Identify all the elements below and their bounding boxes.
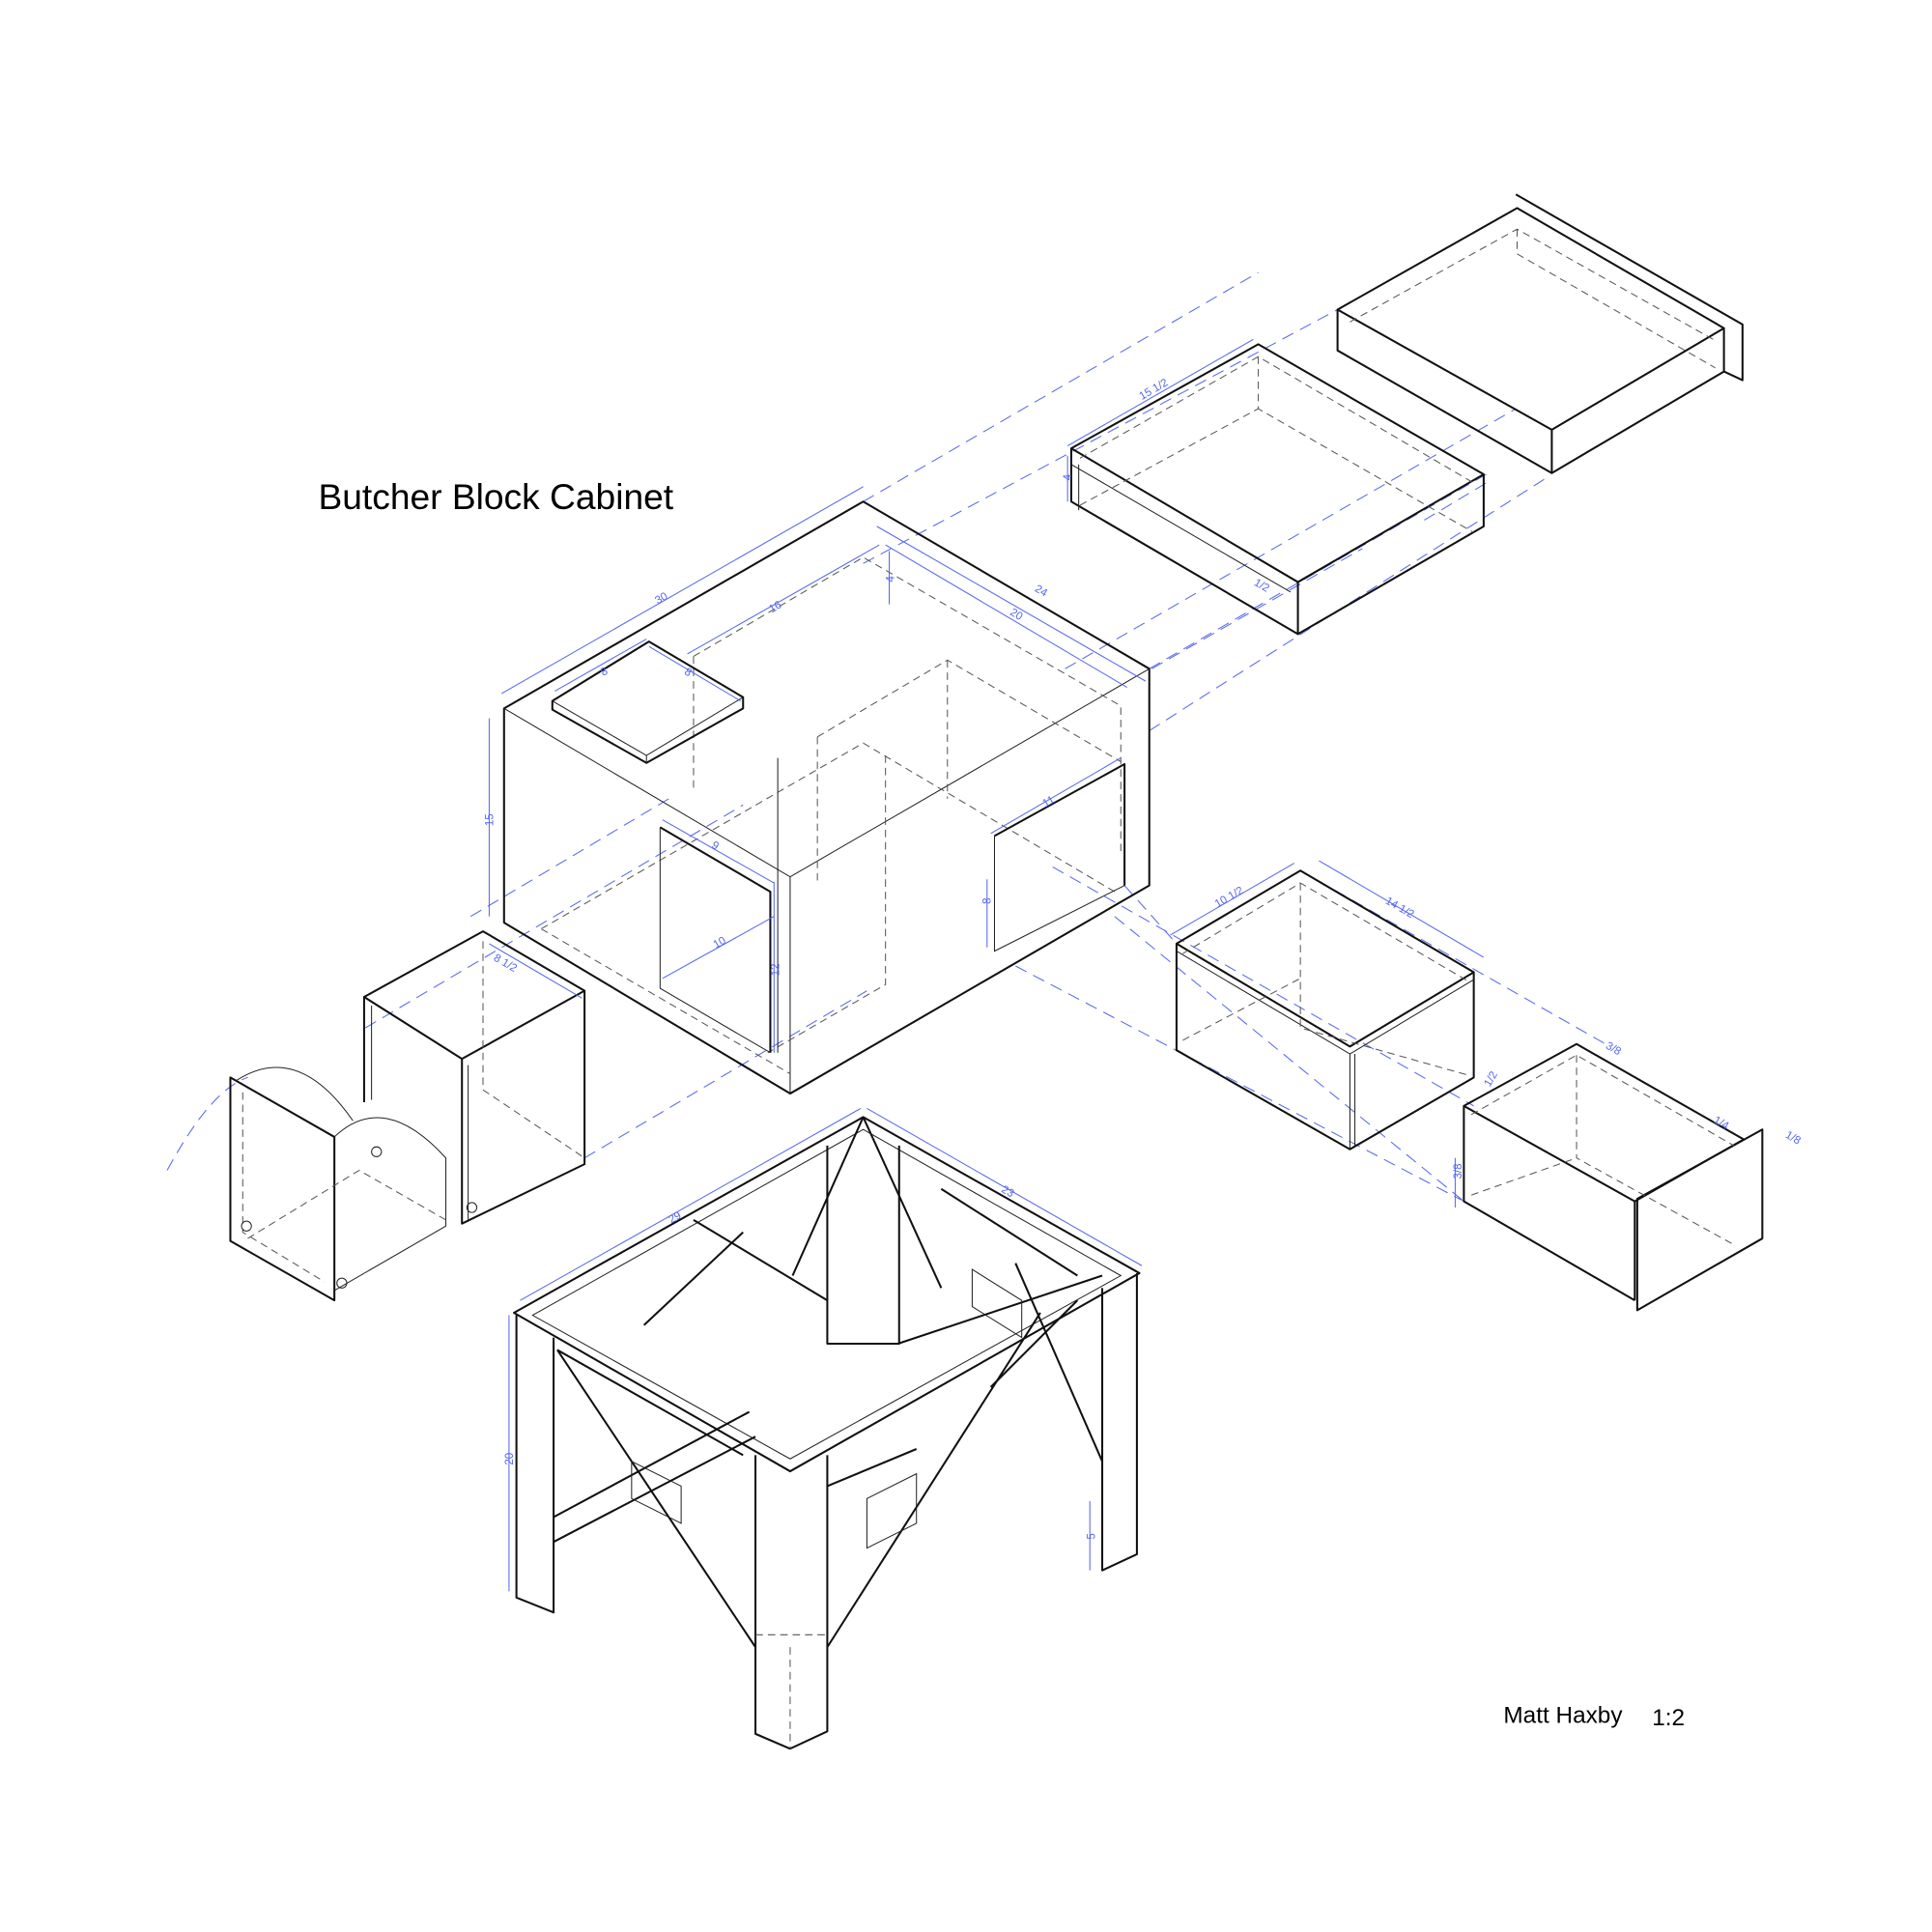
drawing-scale: 1:2 <box>1652 1705 1685 1731</box>
author-name: Matt Haxby <box>1503 1702 1623 1728</box>
dimension-lines <box>488 338 1485 1592</box>
dim-tray-width: 15 1/2 <box>1138 377 1171 402</box>
dim-left-opening-depth: 10 <box>712 935 728 952</box>
storage-box <box>1175 869 1475 1151</box>
dim-small-box-side: 1/2 <box>1483 1069 1500 1089</box>
small-drawer <box>1463 1042 1764 1312</box>
dim-right-opening-height: 8 <box>982 897 994 903</box>
main-cabinet <box>502 500 1151 1095</box>
dim-inner-width: 16 <box>767 599 783 615</box>
dim-small-box-plate: 1/8 <box>1783 1129 1803 1147</box>
dim-small-box-top: 3/8 <box>1604 1040 1623 1058</box>
dim-tile-a: 8 <box>599 666 611 679</box>
side-cabinet <box>362 930 586 1225</box>
dim-cabinet-height: 15 <box>484 813 496 826</box>
dim-cabinet-depth: 24 <box>1033 583 1050 600</box>
dim-small-box-height: 3/8 <box>1453 1163 1464 1179</box>
dim-table-depth: 23 <box>999 1184 1015 1201</box>
dim-cabinet-width: 30 <box>653 590 669 607</box>
projection-lines <box>166 271 1610 1203</box>
dim-table-stretcher: 5 <box>1086 1533 1097 1539</box>
top-drawer <box>1336 193 1744 474</box>
dimension-labels: 30 24 15 16 20 4 8 8 9 10 12 11 8 15 1/2… <box>484 377 1803 1539</box>
dim-inner-depth: 20 <box>1008 607 1024 623</box>
table-base <box>513 1116 1141 1750</box>
dim-left-opening-height: 12 <box>770 963 781 976</box>
dim-inner-height: 4 <box>886 576 897 582</box>
dim-side-cabinet-width: 8 1/2 <box>492 952 519 975</box>
dim-tray-thickness: 1/2 <box>1252 577 1271 594</box>
dim-left-opening-width: 9 <box>709 839 721 853</box>
dim-box-depth: 14 1/2 <box>1383 895 1416 921</box>
dim-tray-height: 4 <box>1063 473 1074 480</box>
dim-table-width: 29 <box>667 1209 683 1226</box>
cabinet-doors <box>229 1066 447 1302</box>
dim-tile-b: 8 <box>682 667 694 680</box>
drawing-title: Butcher Block Cabinet <box>318 476 673 517</box>
tray <box>1069 343 1485 636</box>
dim-right-opening-width: 11 <box>1041 794 1057 810</box>
dim-table-height: 20 <box>504 1453 516 1465</box>
